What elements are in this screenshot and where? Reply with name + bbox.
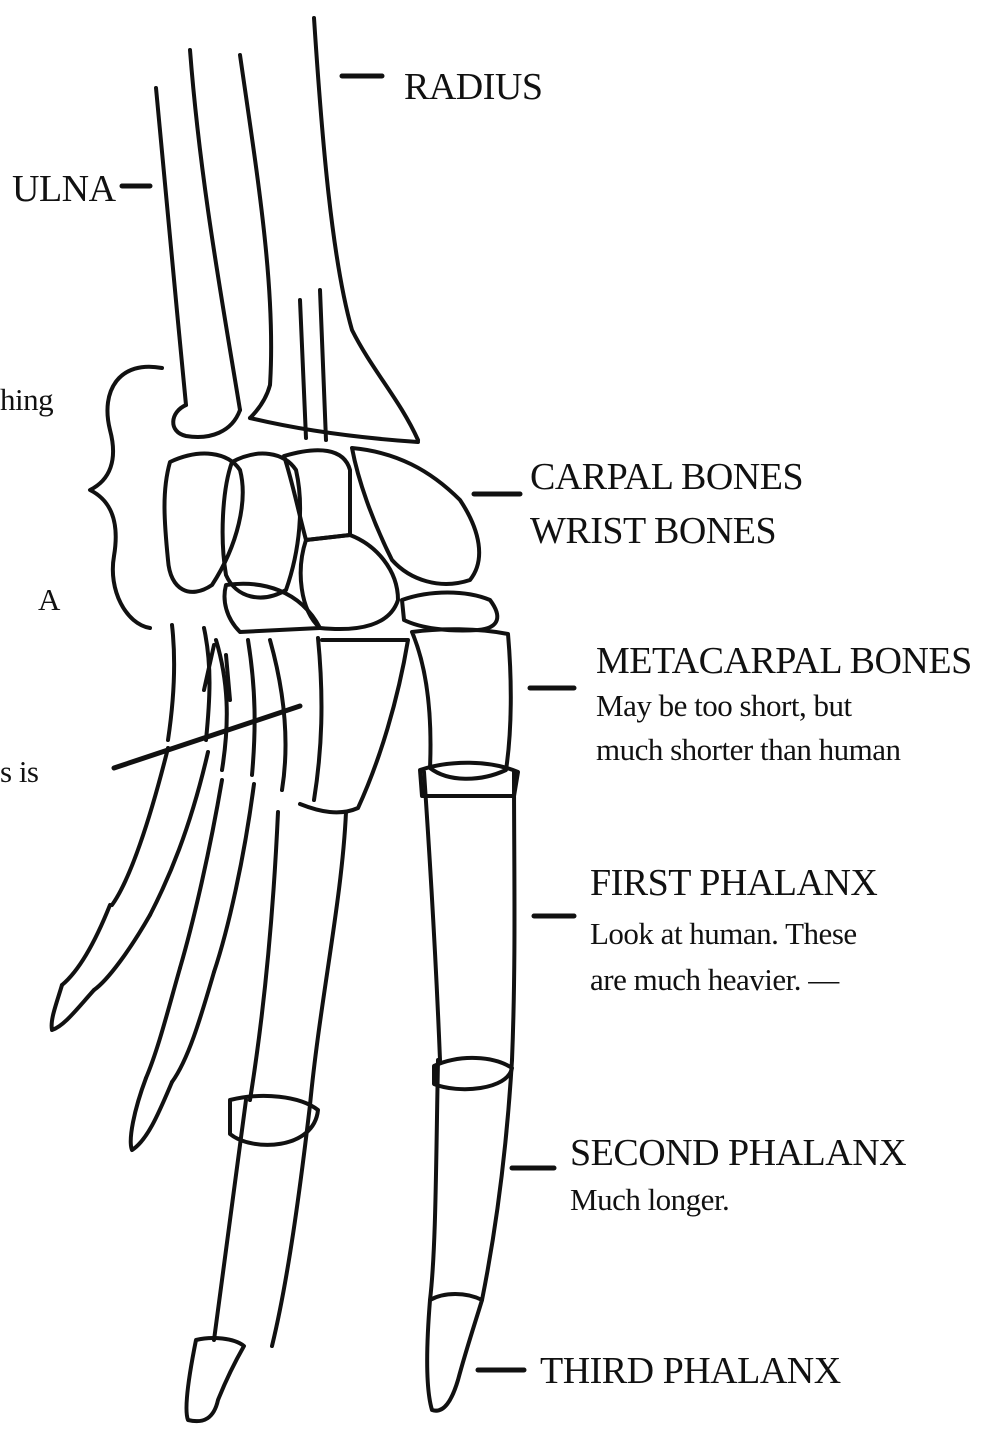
third-phalanx-label: THIRD PHALANX — [540, 1346, 841, 1396]
first-phalanx-note-line1: Look at human. These — [590, 910, 857, 958]
carpal-bones — [165, 448, 498, 632]
carpal-bracket — [90, 367, 162, 628]
label-leader-lines — [122, 76, 574, 1370]
second-phalanx-label: SECOND PHALANX — [570, 1128, 906, 1178]
second-phalanges — [62, 905, 512, 1346]
second-phalanx-note: Much longer. — [570, 1176, 729, 1224]
first-phalanx-label: FIRST PHALANX — [590, 858, 877, 908]
left-fragment-3: s is — [0, 748, 39, 796]
ulna-label: ULNA — [12, 164, 116, 214]
metacarpal-bones-label: METACARPAL BONES — [596, 636, 998, 686]
left-fragment-2: A — [38, 576, 60, 624]
first-phalanx-note-line2: are much heavier. — — [590, 956, 839, 1004]
radius-bone — [240, 18, 418, 442]
carpal-bones-label: CARPAL BONES — [530, 452, 803, 502]
ulna-bone — [156, 50, 240, 437]
radius-label: RADIUS — [404, 62, 542, 112]
left-fragment-1: hing — [0, 376, 53, 424]
third-phalanges — [52, 985, 482, 1421]
wrist-bones-label: WRIST BONES — [530, 506, 776, 556]
metacarpal-note-line2: much shorter than human — [596, 726, 998, 774]
metacarpal-note-line1: May be too short, but — [596, 682, 998, 730]
